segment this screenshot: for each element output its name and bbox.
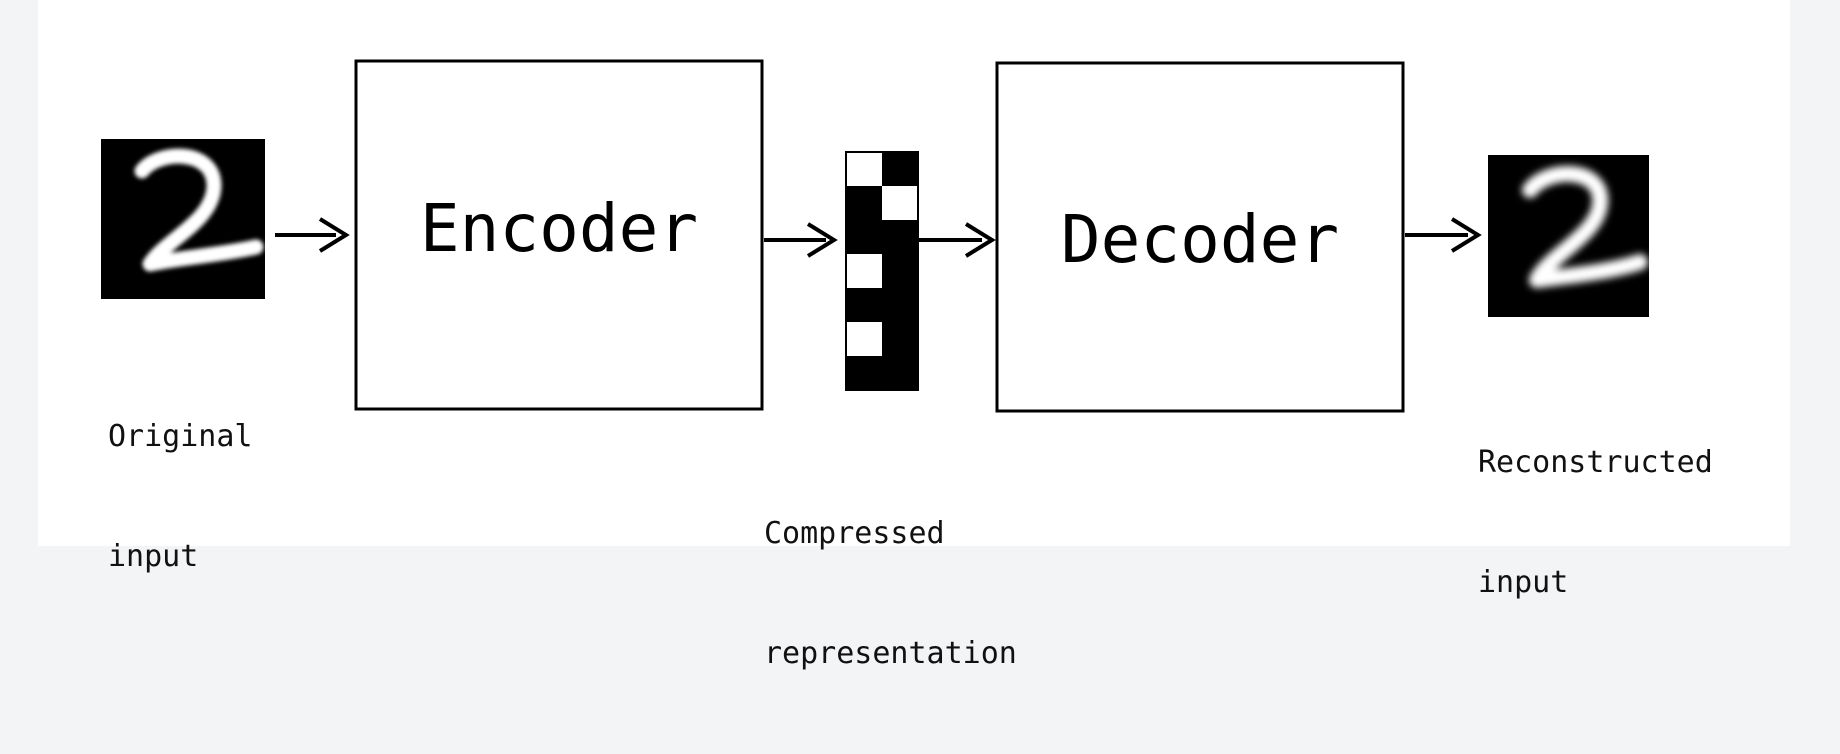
encoder-label: Encoder [420, 190, 698, 267]
decoder-box: Decoder [995, 61, 1405, 413]
code-cell [846, 356, 882, 390]
encoder-box: Encoder [354, 59, 764, 411]
code-cell [846, 288, 882, 322]
caption-line: Original [108, 419, 253, 454]
code-cell [882, 152, 918, 186]
code-cell [882, 186, 918, 220]
reconstructed-input-caption: Reconstructed input [1478, 363, 1713, 683]
diagram-canvas: Encoder Decoder Origi [38, 0, 1790, 671]
code-cell [846, 186, 882, 220]
arrow-encoder-to-code [764, 222, 838, 258]
original-input-caption: Original input [108, 337, 253, 657]
code-cell [882, 356, 918, 390]
caption-line: input [1478, 565, 1569, 600]
caption-line: Compressed [764, 516, 945, 551]
caption-line: representation [764, 636, 1017, 671]
decoder-label: Decoder [1061, 201, 1339, 278]
original-input-image [101, 139, 265, 299]
reconstructed-input-image [1488, 155, 1649, 317]
code-cell [846, 220, 882, 254]
code-cell [846, 322, 882, 356]
compressed-representation-caption: Compressed representation [764, 434, 1017, 754]
code-cell [882, 220, 918, 254]
code-cell [846, 254, 882, 288]
code-cell [882, 322, 918, 356]
code-cell [882, 288, 918, 322]
caption-line: input [108, 539, 199, 574]
caption-line: Reconstructed [1478, 445, 1713, 480]
code-border [845, 151, 919, 391]
autoencoder-diagram: Encoder Decoder [101, 59, 1649, 413]
arrow-decoder-to-output [1405, 217, 1482, 253]
compressed-representation [845, 151, 919, 391]
arrow-code-to-decoder [918, 222, 996, 258]
code-cell [882, 254, 918, 288]
arrow-input-to-encoder [275, 217, 350, 253]
code-cell [846, 152, 882, 186]
